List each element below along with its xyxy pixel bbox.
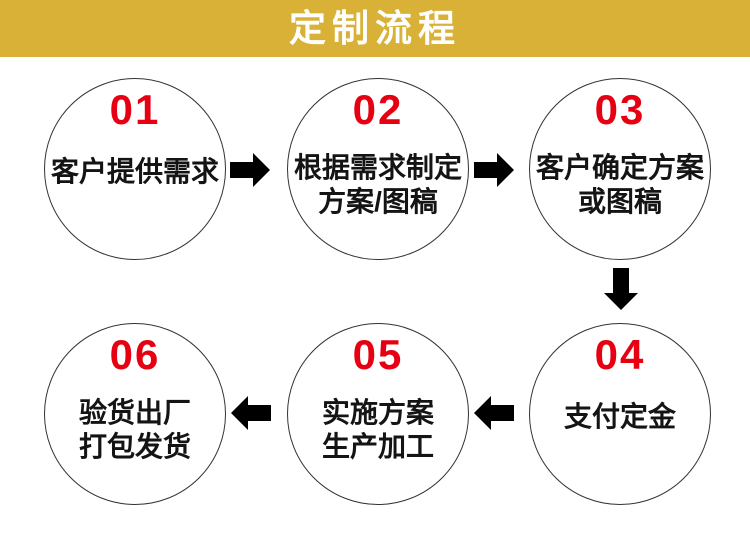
step-number: 01 (109, 86, 161, 133)
arrow-left-icon (474, 396, 514, 430)
step-label: 客户确定方案 或图稿 (536, 151, 704, 219)
arrow-left-icon (231, 396, 271, 430)
step-label-line: 客户提供需求 (50, 156, 219, 187)
step-label-line: 客户确定方案 (535, 152, 704, 183)
step-label-line: 根据需求制定 (293, 152, 462, 183)
arrow-right-icon (474, 153, 514, 187)
step-label-line: 或图稿 (577, 186, 662, 217)
step-label-line: 验货出厂 (78, 397, 191, 428)
page-title: 定制流程 (289, 8, 461, 49)
step-circle-03: 03 客户确定方案 或图稿 (529, 78, 711, 260)
step-number: 03 (594, 86, 646, 133)
step-number: 05 (352, 331, 404, 378)
arrow-down-icon (604, 268, 638, 310)
step-label-line: 方案/图稿 (318, 186, 438, 217)
step-number: 04 (594, 331, 646, 378)
step-label: 验货出厂 打包发货 (79, 396, 191, 464)
step-circle-06: 06 验货出厂 打包发货 (44, 323, 226, 505)
step-label-line: 实施方案 (321, 397, 434, 428)
step-label-line: 生产加工 (321, 431, 434, 462)
arrow-right-icon (230, 153, 270, 187)
step-circle-02: 02 根据需求制定 方案/图稿 (287, 78, 469, 260)
step-label: 支付定金 (564, 400, 676, 434)
step-circle-05: 05 实施方案 生产加工 (287, 323, 469, 505)
step-label: 根据需求制定 方案/图稿 (294, 151, 462, 219)
step-label: 实施方案 生产加工 (322, 396, 434, 464)
step-label-line: 打包发货 (78, 431, 191, 462)
step-circle-01: 01 客户提供需求 (44, 78, 226, 260)
step-label: 客户提供需求 (51, 155, 219, 189)
step-label-line: 支付定金 (563, 401, 676, 432)
step-circle-04: 04 支付定金 (529, 323, 711, 505)
step-number: 02 (352, 86, 404, 133)
step-number: 06 (109, 331, 161, 378)
header-banner: 定制流程 (0, 0, 750, 57)
